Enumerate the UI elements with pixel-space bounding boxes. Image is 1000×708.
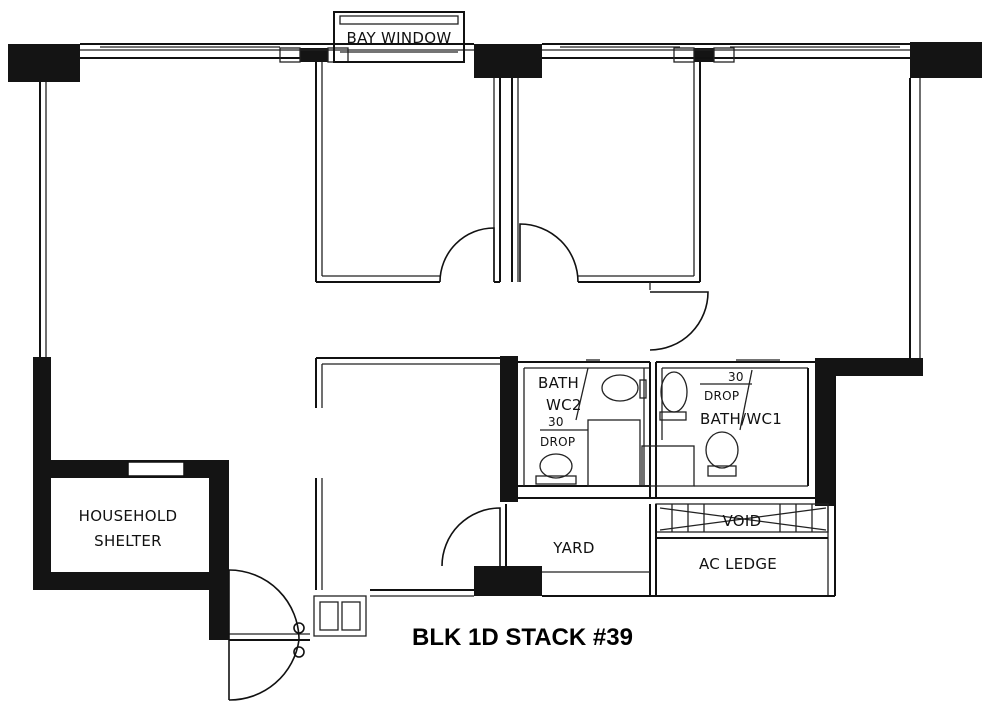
bedroom-2-walls [315,62,501,283]
bedroom-1-walls [313,357,500,637]
bay-window-label: BAY WINDOW [347,29,452,47]
bay-window: BAY WINDOW [333,11,465,63]
bath-wc1-label: BATH/WC1 [700,410,782,428]
outer-walls [39,78,921,641]
bath-wc2-label-bath: BATH [538,374,579,392]
shelter-label: SHELTER [94,532,162,550]
household-label: HOUSEHOLD [79,507,178,525]
ac-ledge-label: AC LEDGE [699,555,777,573]
yard: YARD [505,504,651,596]
structural-columns [8,42,982,596]
void-ac-ledge: VOID AC LEDGE [655,503,829,596]
bath-wc2-label-wc2: WC2 [546,396,582,414]
void-label: VOID [723,512,762,530]
bedroom-3-walls [511,62,701,290]
bath-wc1: 30 DROP BATH/WC1 [641,359,815,498]
bath-wc2-drop-size: 30 [548,415,564,429]
top-facade [80,43,910,63]
doors [228,223,709,701]
yard-label: YARD [552,539,594,557]
bath-wc2-drop-label: DROP [540,435,575,449]
bath-wc1-drop-label: DROP [704,389,739,403]
bath-wc2: BATH WC2 30 DROP [518,359,815,499]
household-shelter-walls [33,357,229,640]
plan-title: BLK 1D STACK #39 [412,624,633,651]
bath-wc1-drop-size: 30 [728,370,744,384]
